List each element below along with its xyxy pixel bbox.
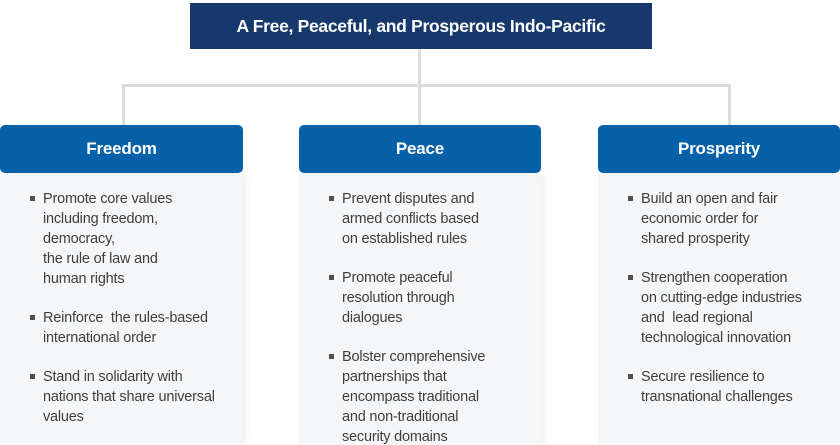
connector-vertical-center: [418, 49, 421, 125]
bullet-text: Secure resilience to transnational chall…: [641, 369, 793, 405]
bullet-text: Stand in solidarity with nations that sh…: [43, 369, 215, 425]
bullet-item: Build an open and fair economic order fo…: [628, 189, 832, 249]
bullet-text: Build an open and fair economic order fo…: [641, 191, 778, 247]
column-prosperity: Prosperity Build an open and fair econom…: [598, 125, 840, 445]
bullet-text: Strengthen cooperation on cutting-edge i…: [641, 270, 802, 346]
bullet-item: Bolster comprehensive partnerships that …: [329, 347, 533, 445]
square-bullet-icon: [30, 315, 35, 320]
square-bullet-icon: [329, 354, 334, 359]
square-bullet-icon: [628, 196, 633, 201]
bullet-text: Promote peaceful resolution through dial…: [342, 270, 455, 326]
column-peace: Peace Prevent disputes and armed conflic…: [299, 125, 541, 445]
square-bullet-icon: [30, 374, 35, 379]
column-header-label: Freedom: [86, 139, 157, 158]
bullet-text: Prevent disputes and armed conflicts bas…: [342, 191, 479, 247]
column-card-freedom: Promote core values including freedom, d…: [0, 173, 243, 445]
bullet-item: Promote core values including freedom, d…: [30, 189, 235, 289]
square-bullet-icon: [628, 374, 633, 379]
column-header-label: Peace: [395, 139, 445, 158]
connector-vertical-left: [122, 84, 125, 125]
bullet-text: Promote core values including freedom, d…: [43, 191, 173, 287]
bullet-item: Reinforce the rules-based international …: [30, 308, 235, 348]
square-bullet-icon: [30, 196, 35, 201]
bullet-item: Stand in solidarity with nations that sh…: [30, 367, 235, 427]
bullet-item: Prevent disputes and armed conflicts bas…: [329, 189, 533, 249]
square-bullet-icon: [329, 196, 334, 201]
column-card-prosperity: Build an open and fair economic order fo…: [598, 173, 840, 445]
connector-horizontal: [122, 84, 731, 87]
connector-vertical-right: [728, 84, 731, 125]
diagram-title: A Free, Peaceful, and Prosperous Indo-Pa…: [236, 15, 606, 36]
column-header-label: Prosperity: [677, 139, 761, 158]
column-freedom: Freedom Promote core values including fr…: [0, 125, 243, 445]
bullet-item: Promote peaceful resolution through dial…: [329, 268, 533, 328]
column-header-peace: Peace: [299, 125, 541, 173]
column-header-prosperity: Prosperity: [598, 125, 840, 173]
title-box: A Free, Peaceful, and Prosperous Indo-Pa…: [190, 3, 652, 49]
bullet-item: Strengthen cooperation on cutting-edge i…: [628, 268, 832, 348]
column-card-peace: Prevent disputes and armed conflicts bas…: [299, 173, 541, 445]
bullet-text: Bolster comprehensive partnerships that …: [342, 349, 486, 445]
column-header-freedom: Freedom: [0, 125, 243, 173]
square-bullet-icon: [628, 275, 633, 280]
bullet-item: Secure resilience to transnational chall…: [628, 367, 832, 407]
bullet-text: Reinforce the rules-based international …: [43, 310, 208, 346]
square-bullet-icon: [329, 275, 334, 280]
